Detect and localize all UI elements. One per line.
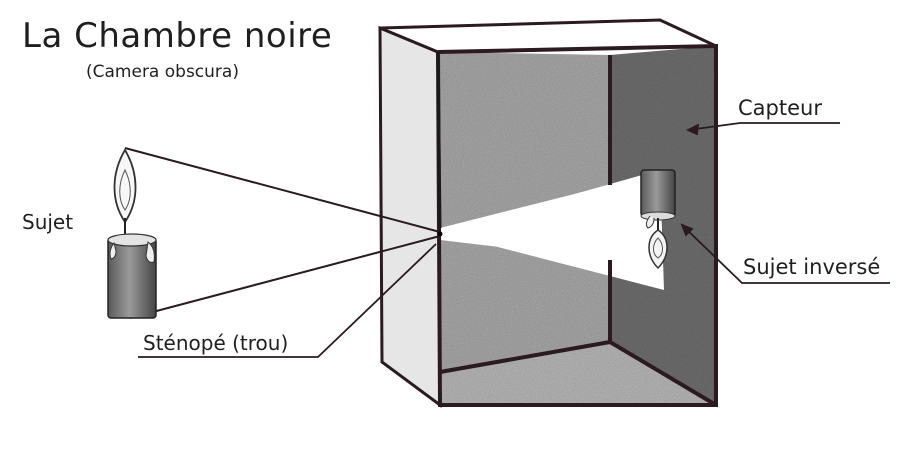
sujet-inverse-label: Sujet inversé — [743, 255, 881, 279]
inverted-candle — [640, 169, 676, 270]
ray-top — [124, 147, 441, 233]
box-left-panel — [378, 25, 442, 408]
ray-bottom — [129, 235, 441, 319]
capteur-leader — [687, 122, 840, 131]
sujet-label: Sujet — [22, 210, 74, 234]
box-edges — [436, 43, 718, 407]
capteur-wall — [610, 46, 716, 405]
stenope-label: Sténopé (trou) — [143, 331, 289, 355]
box-interior-lower — [440, 240, 610, 372]
box-interior-upper — [438, 52, 610, 228]
diagram-title: La Chambre noire — [22, 16, 333, 56]
diagram-subtitle: (Camera obscura) — [86, 62, 239, 82]
capteur-label: Capteur — [738, 96, 822, 120]
pinhole — [437, 231, 443, 237]
box-interior-floor — [440, 342, 716, 405]
subject-candle — [107, 148, 157, 319]
stenope-leader — [138, 243, 437, 358]
leader-lines — [138, 122, 890, 358]
inverse-leader — [681, 224, 890, 284]
